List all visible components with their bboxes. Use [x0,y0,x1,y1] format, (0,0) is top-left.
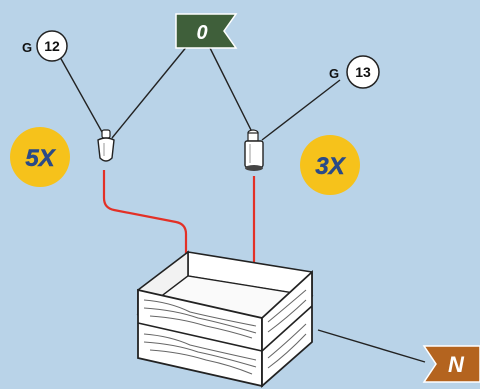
flag-top-label: 0 [196,22,207,44]
badge-left: 5X [10,127,70,187]
flag-bottom: N [422,345,480,383]
flag-leader-left [111,33,198,139]
box-leader [317,329,426,363]
badge-right-circle [300,135,360,195]
callout-left: G 12 [22,30,68,62]
callout-right-number: 13 [355,64,371,80]
arrow-left-path [102,170,188,268]
badge-right-label: 3X [315,153,346,180]
cylinder-plug-icon [244,129,264,171]
flag-leader-right [202,33,253,133]
flag-bottom-label: N [448,352,465,377]
badge-left-label: 5X [25,145,56,172]
callout-right-circle [346,55,380,89]
badge-left-circle [10,127,70,187]
small-plug-icon [97,129,115,162]
badge-right: 3X [300,135,360,195]
callout-leader-left [59,56,103,133]
flag-top: 0 [175,13,238,49]
flag-top-shape [175,13,238,49]
callout-left-number: 12 [44,38,60,54]
callout-left-prefix: G [22,40,32,55]
storage-crate-icon [136,250,314,388]
callout-right-prefix: G [329,66,339,81]
callout-right: G 13 [329,55,380,89]
flag-bottom-shape [422,345,480,383]
leader-lines [59,33,426,363]
callout-left-circle [36,30,68,62]
callout-leader-right [261,79,341,141]
